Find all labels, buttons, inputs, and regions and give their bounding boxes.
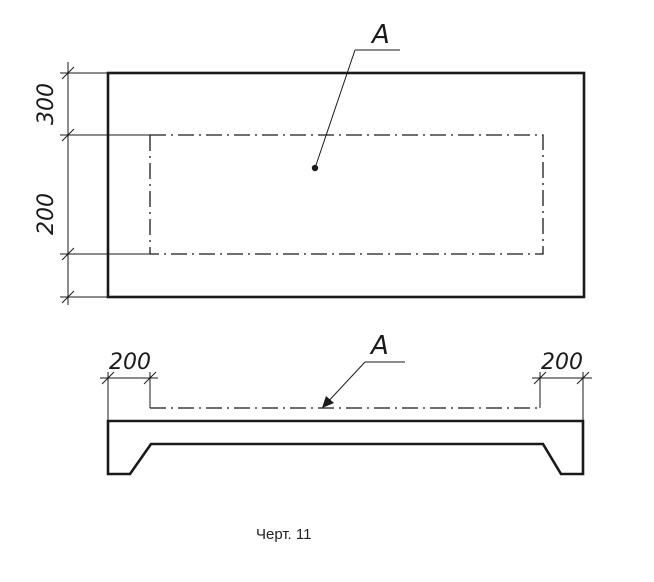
section-mark-a-bottom: А bbox=[369, 331, 389, 361]
dim-label-200-plan: 200 bbox=[34, 193, 59, 235]
figure-caption: Черт. 11 bbox=[256, 526, 311, 543]
dim-label-300: 300 bbox=[34, 83, 59, 125]
leader-line-top bbox=[314, 49, 356, 169]
leader-dot bbox=[311, 164, 319, 172]
slab-profile bbox=[106, 419, 585, 476]
section-view: 200 200 А bbox=[100, 331, 592, 476]
dim-label-200-left: 200 bbox=[109, 350, 151, 375]
section-mark-a-top: А bbox=[370, 20, 390, 50]
dim-label-200-right: 200 bbox=[541, 350, 583, 375]
leader-line-bottom bbox=[323, 361, 366, 407]
plan-view: 300 200 А bbox=[34, 20, 586, 305]
leader-arrow bbox=[322, 396, 334, 408]
dim-ticks-vertical bbox=[61, 66, 75, 304]
dim-ticks-right bbox=[533, 371, 590, 385]
plan-inner-zone-boundary bbox=[149, 134, 544, 255]
dim-ticks-left bbox=[101, 371, 157, 385]
plan-outline bbox=[106, 71, 586, 299]
